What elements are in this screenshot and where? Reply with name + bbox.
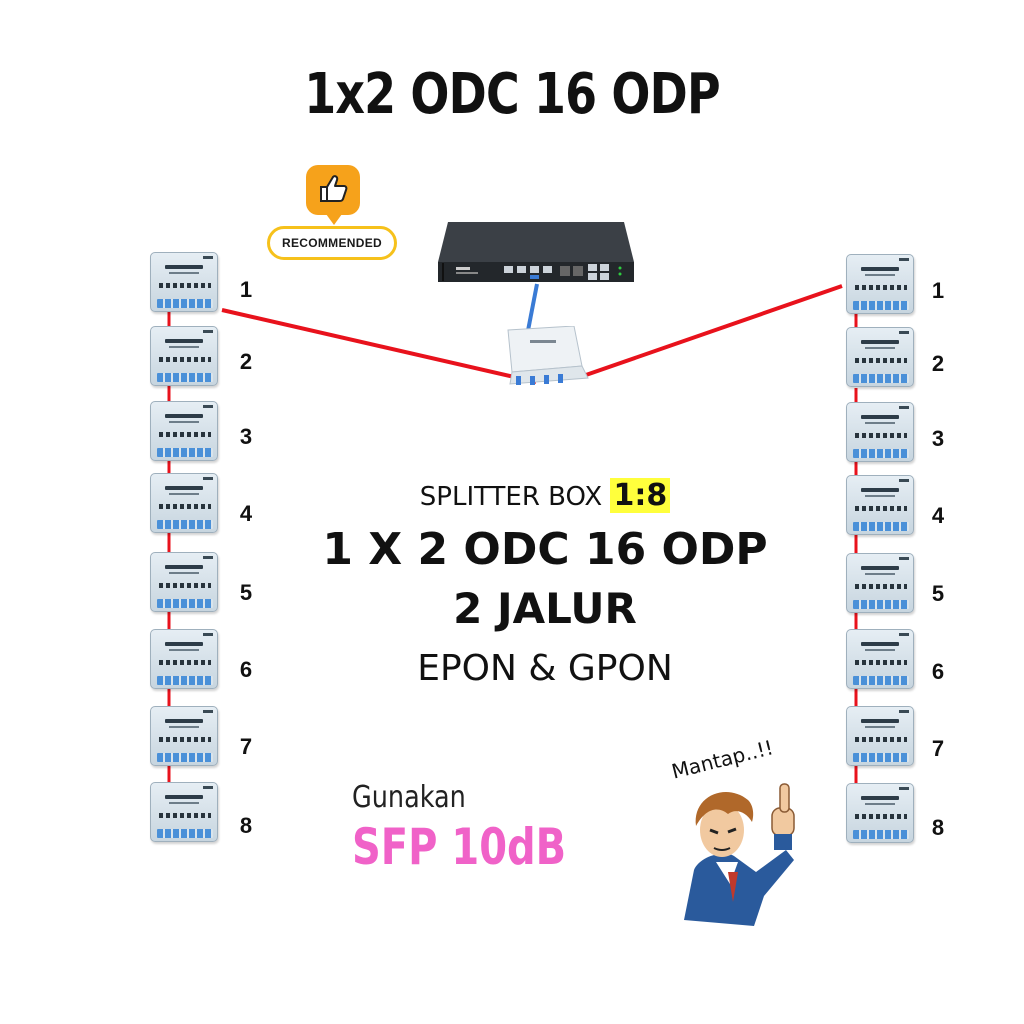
odp-number-left-5: 5 xyxy=(239,580,253,605)
odp-number-right-8: 8 xyxy=(931,815,945,840)
odp-box-left-8 xyxy=(150,782,218,842)
odp-box-right-1 xyxy=(846,254,914,314)
splitter-box-label: SPLITTER BOX xyxy=(419,482,603,512)
odp-box-left-1 xyxy=(150,252,218,312)
thumbs-up-icon xyxy=(320,175,348,202)
odp-box-right-8 xyxy=(846,783,914,843)
fiber-left xyxy=(221,308,537,384)
odp-number-left-4: 4 xyxy=(239,501,253,526)
modes-label: EPON & GPON xyxy=(417,648,673,689)
fiber-right xyxy=(582,284,843,378)
headline: 1 X 2 ODC 16 ODP xyxy=(322,524,768,575)
odp-number-right-5: 5 xyxy=(931,581,945,606)
jalur-label: 2 JALUR xyxy=(453,584,637,633)
recommended-label: RECOMMENDED xyxy=(282,236,382,250)
note-gunakan: Gunakan xyxy=(352,780,466,815)
odp-box-left-6 xyxy=(150,629,218,689)
splitter-module xyxy=(507,326,589,385)
odp-box-right-3 xyxy=(846,402,914,462)
splitter-ratio: 1:8 xyxy=(610,478,671,513)
thumbs-up-bubble xyxy=(306,165,360,225)
splitter-box-line: SPLITTER BOX 1:8 xyxy=(0,478,1024,513)
odp-box-right-5 xyxy=(846,553,914,613)
olt-device xyxy=(438,222,634,282)
odp-box-left-4 xyxy=(150,473,218,533)
odp-number-left-1: 1 xyxy=(239,277,253,302)
odp-number-left-3: 3 xyxy=(239,424,253,449)
odp-number-right-7: 7 xyxy=(931,736,945,761)
odp-number-right-1: 1 xyxy=(931,278,945,303)
odp-number-left-2: 2 xyxy=(239,349,253,374)
odp-number-right-4: 4 xyxy=(931,503,945,528)
note-sfp: SFP 10dB xyxy=(352,818,567,876)
odp-number-left-8: 8 xyxy=(239,813,253,838)
odp-number-right-3: 3 xyxy=(931,426,945,451)
odp-box-right-6 xyxy=(846,629,914,689)
odp-number-left-7: 7 xyxy=(239,734,253,759)
recommended-badge: RECOMMENDED xyxy=(267,226,397,260)
odp-box-right-7 xyxy=(846,706,914,766)
odp-box-left-7 xyxy=(150,706,218,766)
odp-box-left-2 xyxy=(150,326,218,386)
odp-box-left-5 xyxy=(150,552,218,612)
odp-box-left-3 xyxy=(150,401,218,461)
odp-number-right-6: 6 xyxy=(931,659,945,684)
odp-number-left-6: 6 xyxy=(239,657,253,682)
page-title: 1x2 ODC 16 ODP xyxy=(304,62,720,127)
odp-box-right-4 xyxy=(846,475,914,535)
odp-number-right-2: 2 xyxy=(931,351,945,376)
odp-box-right-2 xyxy=(846,327,914,387)
thumbs-up-character-icon xyxy=(684,783,795,926)
